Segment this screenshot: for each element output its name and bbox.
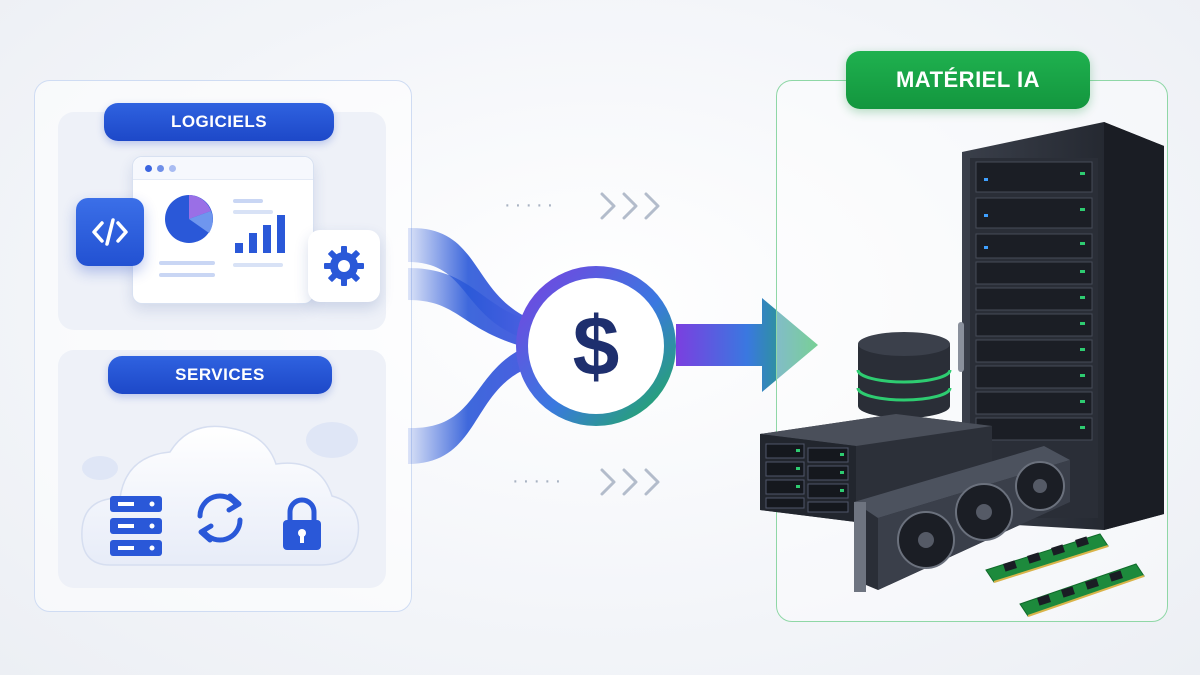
services-flow <box>408 346 528 464</box>
lock-icon <box>283 497 321 550</box>
chevrons-top <box>600 192 660 220</box>
bar-chart-icon <box>235 215 285 253</box>
dots-bottom: ····· <box>512 470 566 492</box>
text-lines <box>233 199 273 214</box>
software-label: LOGICIELS <box>104 103 334 141</box>
window-titlebar <box>133 157 313 180</box>
gpu-fans <box>897 461 1065 569</box>
pie-chart-icon <box>165 195 213 243</box>
dots-top: ····· <box>504 194 558 216</box>
gear-tile <box>308 230 380 302</box>
server-icon <box>110 496 162 556</box>
storage-cylinder <box>856 332 952 418</box>
hardware-label: MATÉRIEL IA <box>846 51 1090 109</box>
sync-icon <box>197 493 243 543</box>
server-rack <box>958 122 1164 530</box>
footer-lines <box>233 263 283 267</box>
gear-icon <box>324 246 364 286</box>
chart-lines <box>159 261 215 277</box>
code-tile <box>76 198 144 266</box>
ram-modules <box>985 533 1145 617</box>
rack-units <box>975 161 1093 441</box>
gpu-card <box>854 446 1070 592</box>
app-window <box>132 156 314 304</box>
code-icon <box>92 218 128 246</box>
chevrons-bottom <box>600 468 660 496</box>
services-label: SERVICES <box>108 356 332 394</box>
software-flow <box>408 228 528 348</box>
dollar-icon: $ <box>572 299 620 393</box>
